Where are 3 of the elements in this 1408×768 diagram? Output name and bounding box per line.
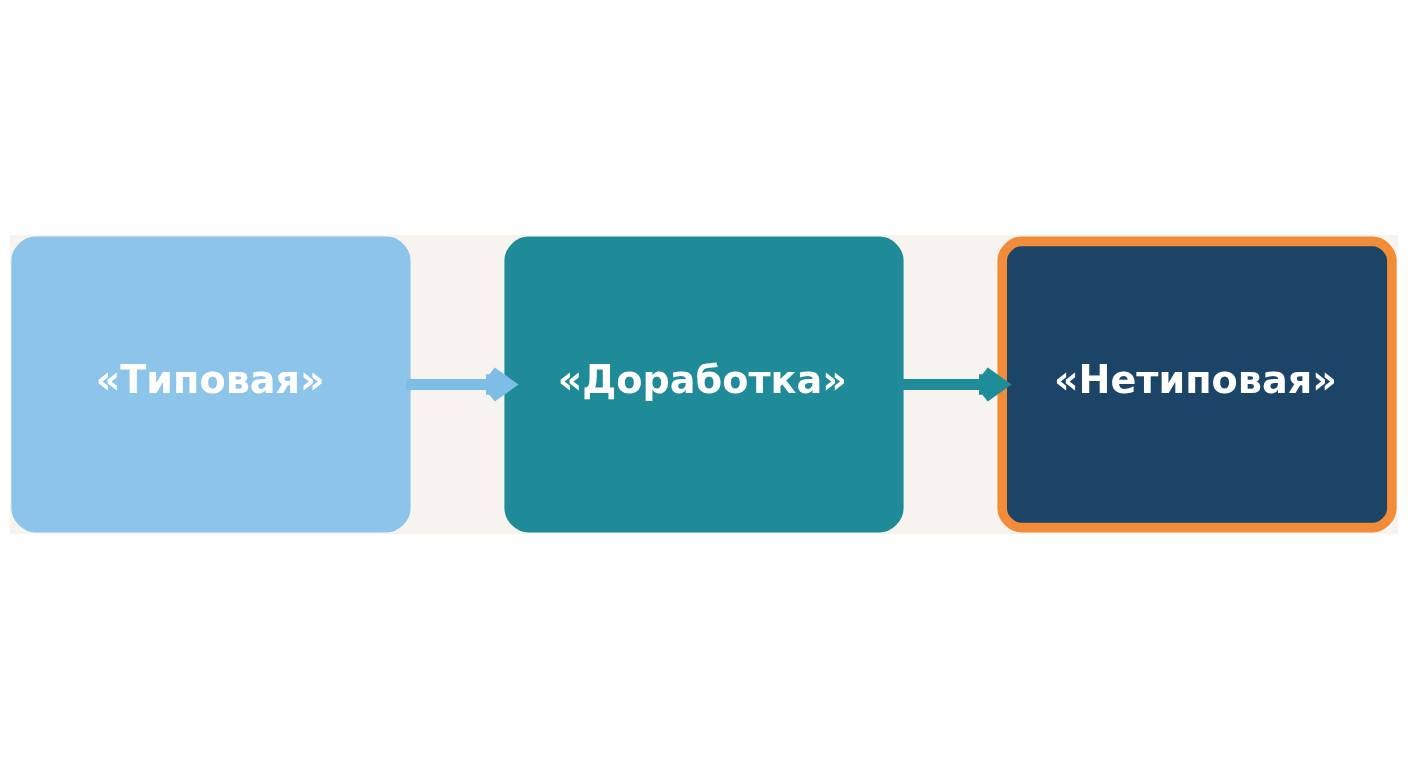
node-box: «Типовая» bbox=[11, 236, 411, 532]
node-box: «Нетиповая» bbox=[997, 236, 1397, 532]
node-box: «Доработка» bbox=[504, 236, 904, 532]
